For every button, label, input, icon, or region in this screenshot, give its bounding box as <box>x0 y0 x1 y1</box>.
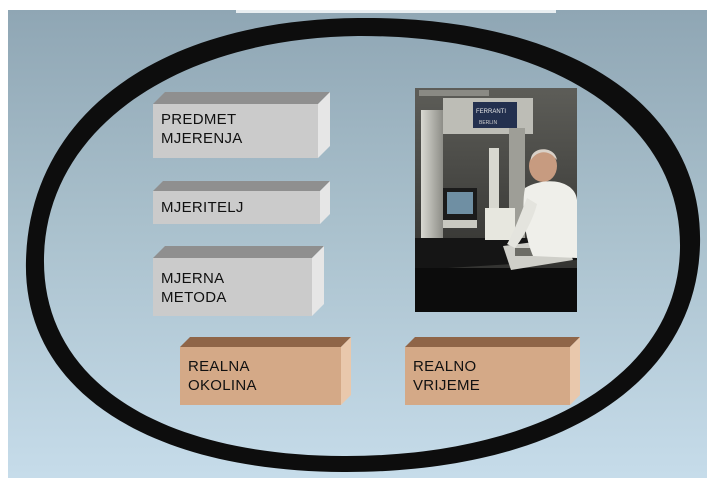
box-okolina-shape <box>180 337 351 405</box>
box-realno-vrijeme: REALNO VRIJEME <box>405 337 580 405</box>
ellipse-ring <box>25 17 701 473</box>
box-predmet-shape <box>153 92 330 158</box>
box-mjeritelj: MJERITELJ <box>153 181 330 224</box>
box-metoda-label: MJERNA METODA <box>161 270 227 306</box>
box-mjeritelj-shape <box>153 181 330 224</box>
box-okolina-label: REALNA OKOLINA <box>188 358 257 394</box>
photo-brand-text: FERRANTI <box>476 109 506 115</box>
box-mjerna-metoda: MJERNA METODA <box>153 246 324 316</box>
top-strip <box>236 10 556 13</box>
cmm-photo: FERRANTI BERLIN <box>415 88 577 312</box>
box-predmet-label: PREDMET MJERENJA <box>161 111 243 147</box>
box-realna-okolina: REALNA OKOLINA <box>180 337 351 405</box>
box-vrijeme-label: REALNO VRIJEME <box>413 358 481 394</box>
box-mjeritelj-label: MJERITELJ <box>161 199 244 216</box>
cmm-photo-illustration: FERRANTI BERLIN <box>415 88 577 312</box>
diagram-slide: PREDMET MJERENJA MJERITELJ MJERNA METODA… <box>8 10 707 478</box>
box-metoda-shape <box>153 246 324 316</box>
box-predmet-mjerenja: PREDMET MJERENJA <box>153 92 330 158</box>
box-vrijeme-shape <box>405 337 580 405</box>
photo-sub-text: BERLIN <box>479 120 497 126</box>
